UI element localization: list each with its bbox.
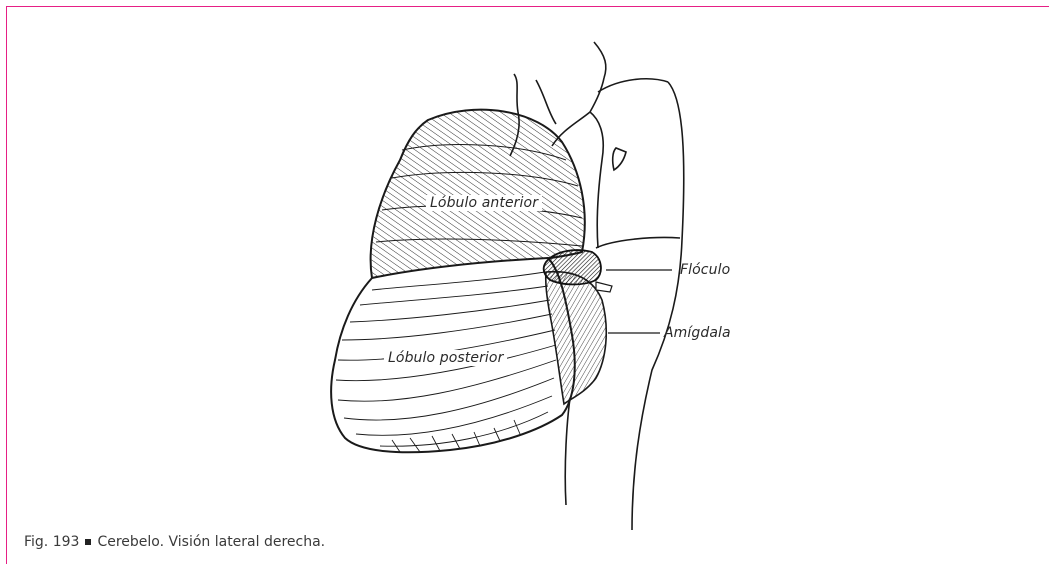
label-floculo: Flóculo [680, 262, 730, 278]
label-lobulo-posterior: Lóbulo posterior [384, 350, 507, 366]
caption-bullet-icon [85, 539, 91, 545]
label-amigdala: Amígdala [664, 325, 731, 341]
figure-number: Fig. 193 [24, 534, 79, 550]
anterior-lobe [371, 110, 585, 278]
nerve-stub [596, 282, 612, 292]
label-lobulo-anterior: Lóbulo anterior [426, 195, 542, 211]
figure-caption-text: Cerebelo. Visión lateral derecha. [97, 534, 325, 550]
figure-caption: Fig. 193 Cerebelo. Visión lateral derecha… [24, 534, 325, 550]
